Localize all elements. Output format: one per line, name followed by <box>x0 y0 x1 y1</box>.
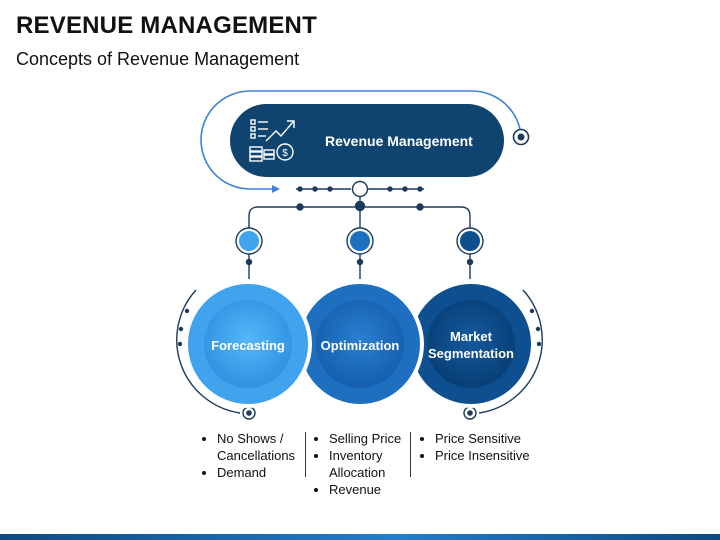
forecasting-bullets: No Shows / Cancellations Demand <box>201 430 327 481</box>
side-arcs <box>176 289 543 414</box>
node-stems <box>245 254 474 279</box>
market-segmentation-bullets: Price Sensitive Price Insensitive <box>419 430 547 464</box>
list-item: Price Sensitive <box>435 430 547 447</box>
side-arc-dots <box>177 308 542 347</box>
circle-label-forecasting: Forecasting <box>211 338 285 353</box>
page-title: REVENUE MANAGEMENT <box>16 12 317 39</box>
list-item: Demand <box>217 464 327 481</box>
hub-pill <box>230 104 504 177</box>
list-item: Price Insensitive <box>435 447 547 464</box>
circle-optimization <box>296 280 424 408</box>
circle-label-market-segmentation: Market Segmentation <box>421 328 521 362</box>
list-item: Inventory Allocation <box>329 447 427 481</box>
list-item: Revenue <box>329 481 427 498</box>
svg-text:$: $ <box>282 148 288 159</box>
bullet-divider-right <box>410 432 411 477</box>
node-circles <box>235 227 484 255</box>
circle-forecasting <box>184 280 312 408</box>
arc-end-markers <box>242 406 477 420</box>
circle-label-optimization: Optimization <box>320 338 400 353</box>
list-item: Selling Price <box>329 430 427 447</box>
page-subtitle: Concepts of Revenue Management <box>16 49 300 69</box>
hub-label: Revenue Management <box>325 133 473 149</box>
market-segmentation-text: Market Segmentation <box>428 329 514 361</box>
optimization-bullets: Selling Price Inventory Allocation Reven… <box>313 430 427 498</box>
bottom-accent-bar <box>0 534 720 540</box>
list-item: No Shows / Cancellations <box>217 430 327 464</box>
revenue-growth-icon: $ <box>249 119 295 162</box>
bullet-divider-left <box>305 432 306 477</box>
hub-outline <box>200 90 530 193</box>
circle-market-segmentation <box>407 280 535 408</box>
hub-connector <box>248 180 471 228</box>
